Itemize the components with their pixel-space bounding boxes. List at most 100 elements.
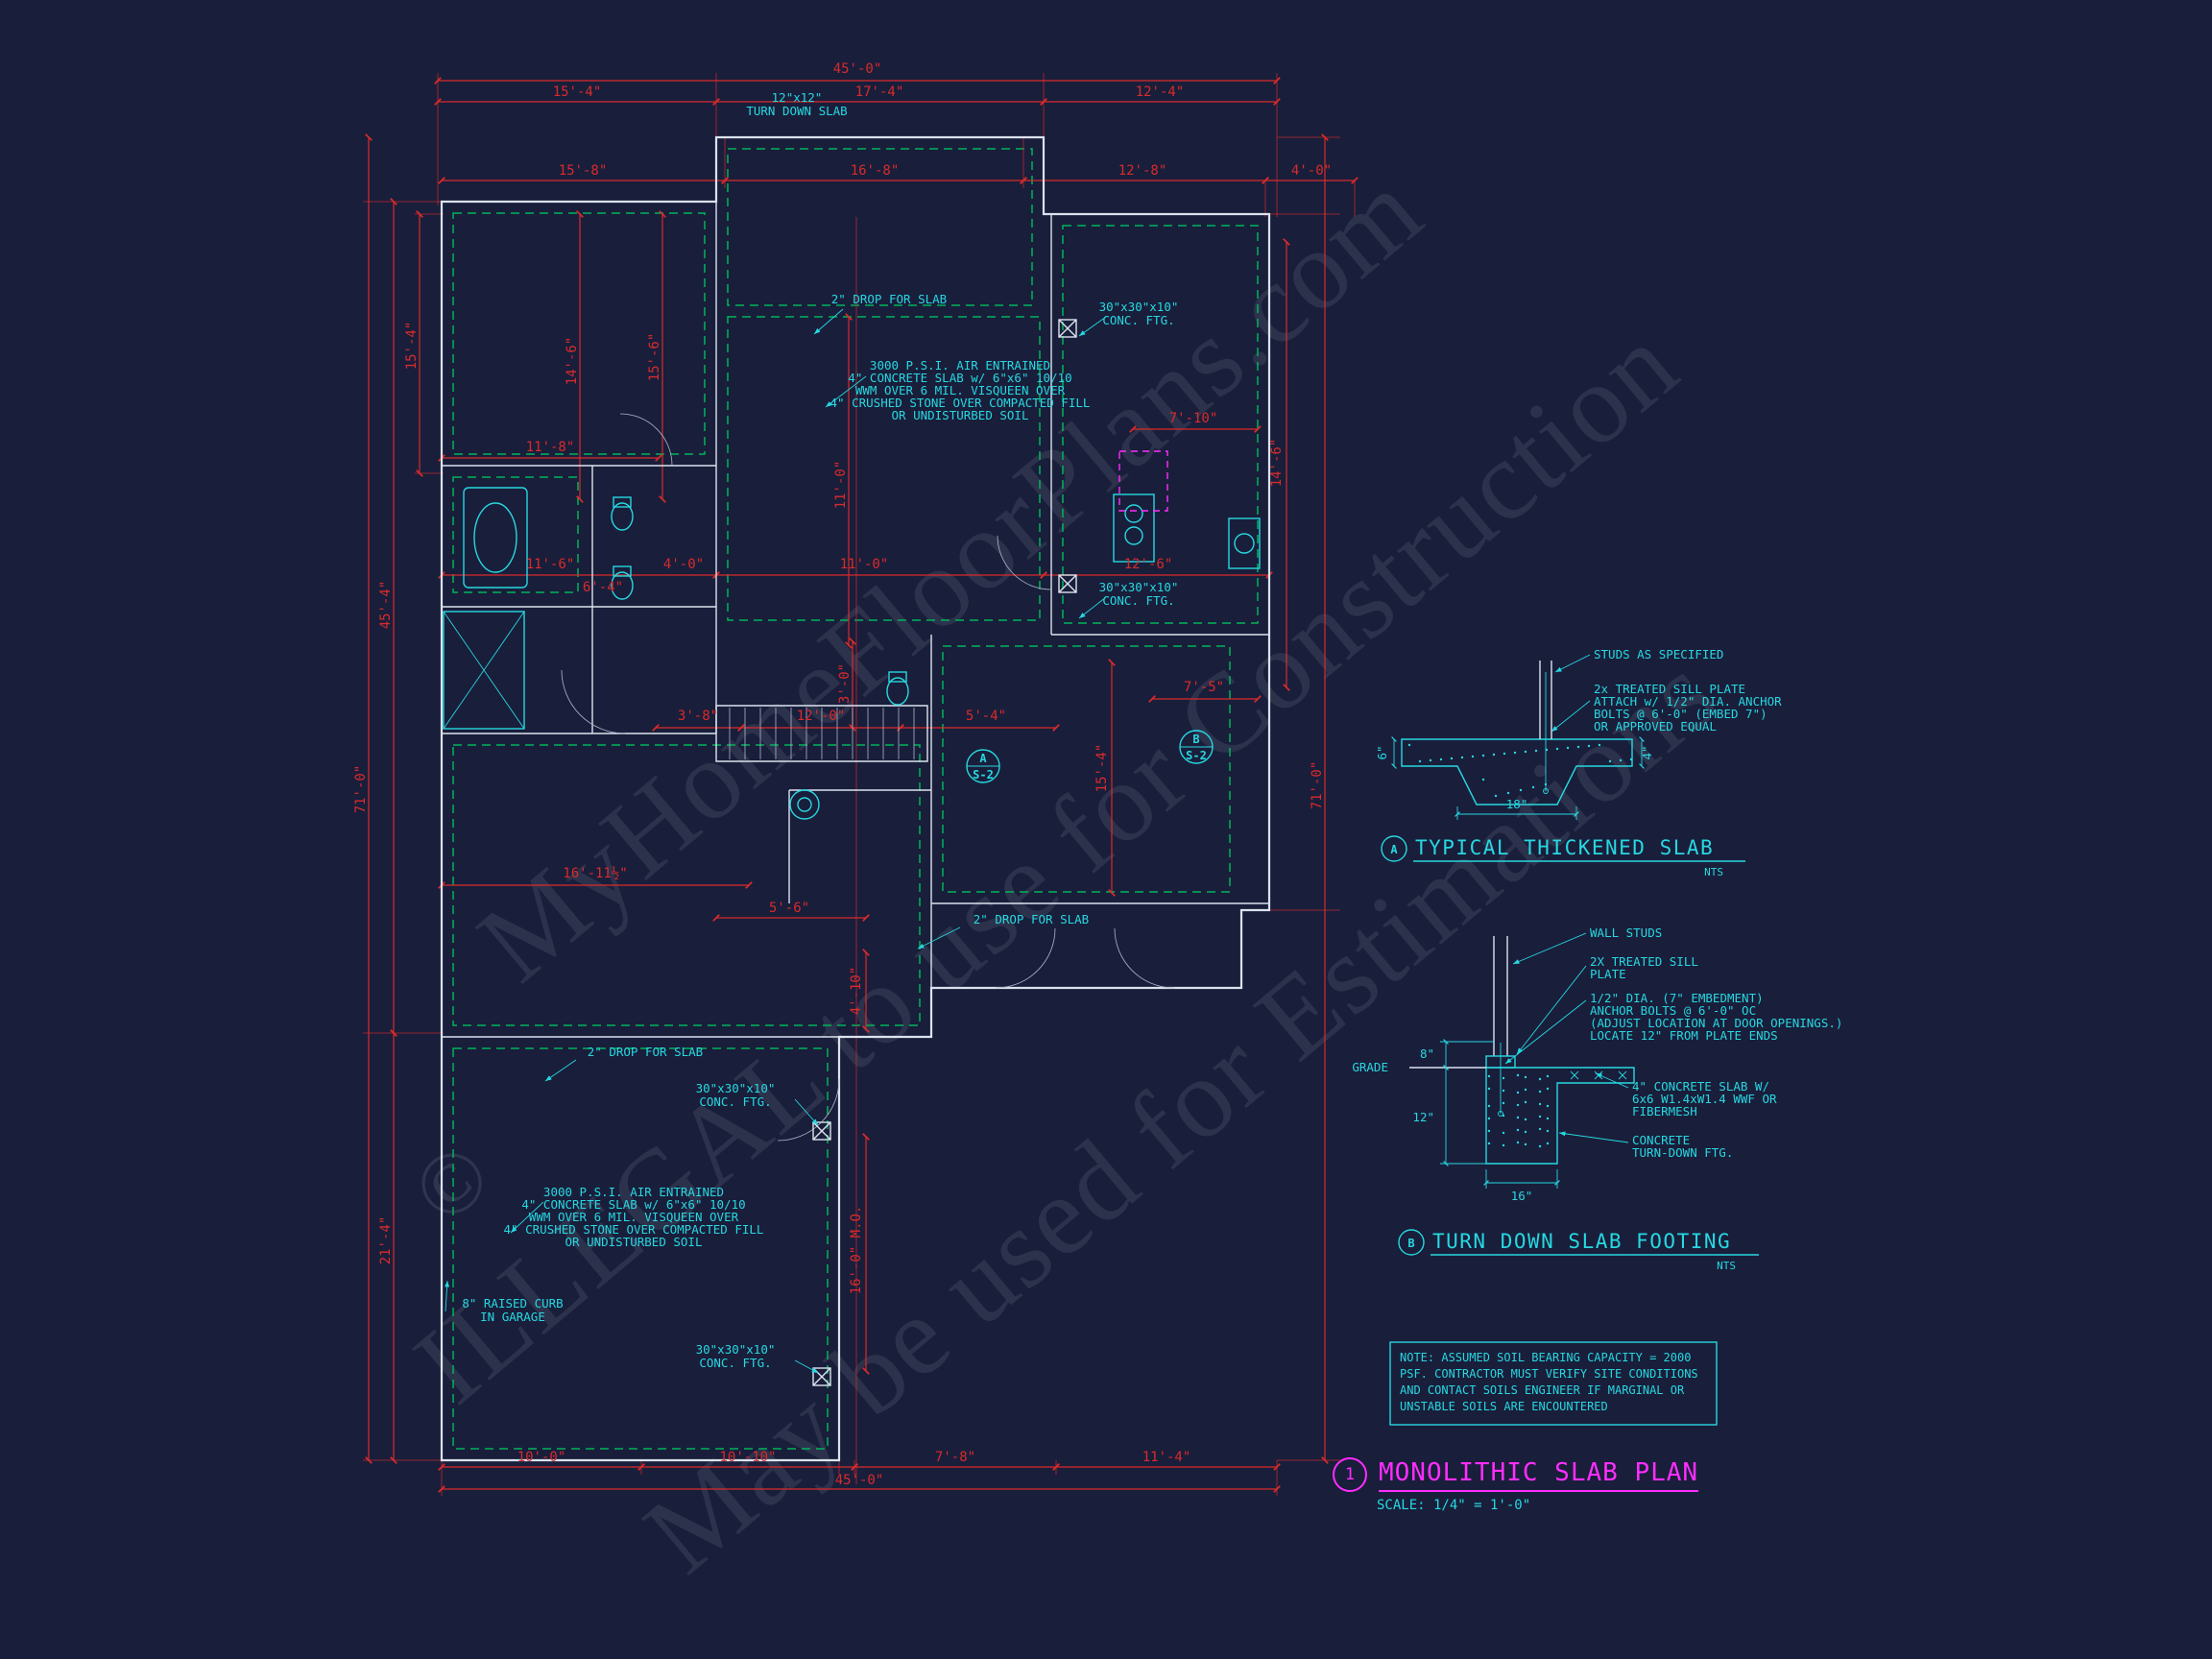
detail-a-dim: 18": [1506, 797, 1528, 811]
dimension-label: 11'-0": [840, 557, 889, 572]
dimension-label: 21'-4": [378, 1216, 394, 1265]
detail-b-callout: FIBERMESH: [1632, 1104, 1697, 1118]
annotation-label: OR UNDISTURBED SOIL: [892, 408, 1029, 422]
dimension-label: 14'-6": [1269, 439, 1285, 488]
dimension-label: 4'-0": [1291, 163, 1332, 179]
annotation-label: 4" CRUSHED STONE OVER COMPACTED FILL: [504, 1222, 764, 1237]
dimension-label: 4'-10": [849, 967, 864, 1016]
annotation-label: 2" DROP FOR SLAB: [974, 912, 1089, 926]
annotation-label: 3000 P.S.I. AIR ENTRAINED: [870, 358, 1050, 373]
dimension-line-layer: [363, 73, 1358, 1496]
dimension-label: 16'-0" M.O.: [849, 1206, 864, 1295]
annotation-label: CONC. FTG.: [699, 1094, 771, 1109]
plan-number-badge: 1: [1333, 1457, 1367, 1492]
note-line: PSF. CONTRACTOR MUST VERIFY SITE CONDITI…: [1400, 1367, 1698, 1381]
fixture-layer: [443, 319, 1261, 1386]
plan-title-block: 1 MONOLITHIC SLAB PLAN SCALE: 1/4" = 1'-…: [1333, 1457, 1699, 1513]
text-layer: 45'-0" 15'-4" 17'-4" 12'-4" 15'-8" 16'-8" 12'-…: [353, 61, 1332, 1488]
dimension-label: 5'-6": [769, 901, 809, 916]
dimension-label: 45'-0": [835, 1473, 884, 1488]
dimension-label: 15'-4": [404, 322, 420, 371]
detail-b-callout: 6x6 W1.4xW1.4 WWF OR: [1632, 1092, 1777, 1106]
detail-b-callout: WALL STUDS: [1590, 926, 1662, 940]
detail-b-dim: GRADE: [1352, 1060, 1388, 1074]
annotation-label: 12"x12": [772, 90, 823, 105]
annotation-label: 30"x30"x10": [1099, 580, 1179, 594]
leader-line-layer: [445, 308, 1629, 1374]
dimension-label: 14'-6": [565, 337, 580, 386]
annotation-label: 30"x30"x10": [696, 1342, 776, 1357]
dimension-label: 16'-8": [851, 163, 900, 179]
annotation-label: 30"x30"x10": [1099, 300, 1179, 314]
note-line: AND CONTACT SOILS ENGINEER IF MARGINAL O…: [1400, 1383, 1685, 1397]
annotation-label: WWM OVER 6 MIL. VISQUEEN OVER: [855, 383, 1066, 397]
plan-scale: SCALE: 1/4" = 1'-0": [1377, 1498, 1531, 1513]
detail-b-callout: (ADJUST LOCATION AT DOOR OPENINGS.): [1590, 1016, 1842, 1030]
annotation-label: CONC. FTG.: [1102, 593, 1174, 608]
detail-a-nts: NTS: [1704, 866, 1723, 878]
detail-a-circle-letter: A: [1390, 843, 1398, 856]
annotation-label: IN GARAGE: [480, 1310, 545, 1324]
dimension-label: 7'-10": [1169, 411, 1218, 426]
detail-a-title: TYPICAL THICKENED SLAB: [1415, 836, 1714, 859]
detail-a-callout: BOLTS @ 6'-0" (EMBED 7"): [1594, 707, 1767, 721]
section-marker-sheet: S-2: [1186, 749, 1207, 762]
annotation-label: 2" DROP FOR SLAB: [588, 1045, 703, 1059]
annotation-label: 2" DROP FOR SLAB: [831, 292, 947, 306]
wall-layer: [440, 135, 1271, 1462]
dimension-label: 12'-0": [797, 709, 846, 724]
detail-b-callout: 4" CONCRETE SLAB W/: [1632, 1079, 1769, 1094]
section-marker-letter: A: [979, 752, 987, 765]
detail-b-callout: 1/2" DIA. (7" EMBEDMENT): [1590, 991, 1764, 1005]
dimension-label: 71'-0": [1310, 761, 1325, 810]
section-marker-letter: B: [1192, 733, 1199, 746]
annotation-label: WWM OVER 6 MIL. VISQUEEN OVER: [529, 1210, 739, 1224]
dimension-label: 12'-8": [1118, 163, 1167, 179]
dimension-label: 10'-10": [719, 1450, 776, 1465]
annotation-label: CONC. FTG.: [699, 1356, 771, 1370]
dimension-label: 11'-6": [526, 557, 575, 572]
annotation-label: 8" RAISED CURB: [462, 1296, 563, 1310]
dimension-label: 12'-6": [1124, 557, 1173, 572]
dimension-label: 7'-8": [935, 1450, 975, 1465]
annotation-label: 3000 P.S.I. AIR ENTRAINED: [543, 1185, 724, 1199]
dimension-label: 3'-8": [678, 709, 718, 724]
detail-a-dim: 4": [1640, 745, 1654, 759]
detail-b-callout: PLATE: [1590, 967, 1626, 981]
annotation-label: 30"x30"x10": [696, 1081, 776, 1095]
annotation-label: 4" CONCRETE SLAB w/ 6"x6" 10/10: [848, 371, 1071, 385]
dimension-label: 12'-4": [1136, 84, 1185, 100]
detail-b-callout: TURN-DOWN FTG.: [1632, 1145, 1733, 1160]
dimension-label: 11'-8": [526, 440, 575, 455]
detail-b-dim: 8": [1420, 1046, 1434, 1061]
note-line: UNSTABLE SOILS ARE ENCOUNTERED: [1400, 1400, 1608, 1413]
detail-b-dim: 16": [1511, 1189, 1533, 1203]
dimension-label: 5'-4": [966, 709, 1006, 724]
dimension-label: 16'-11½": [563, 866, 627, 881]
dimension-label: 11'-0": [833, 461, 849, 510]
detail-b-callout: 2X TREATED SILL: [1590, 954, 1698, 969]
detail-b-dim: 12": [1412, 1110, 1434, 1124]
note-line: NOTE: ASSUMED SOIL BEARING CAPACITY = 20…: [1400, 1351, 1691, 1364]
detail-b-callout: CONCRETE: [1632, 1133, 1690, 1147]
footing-dashed-layer: [452, 148, 1259, 1450]
dimension-label: 4'-0": [663, 557, 704, 572]
detail-a-callout: OR APPROVED EQUAL: [1594, 719, 1717, 733]
detail-a-dim: 6": [1375, 745, 1389, 759]
dimension-label: 15'-6": [647, 333, 662, 382]
dimension-label: 6'-4": [583, 580, 623, 595]
annotation-label: OR UNDISTURBED SOIL: [565, 1235, 703, 1249]
annotation-label: 4" CRUSHED STONE OVER COMPACTED FILL: [830, 396, 1091, 410]
dimension-label: 17'-4": [855, 84, 904, 100]
detail-b-title: TURN DOWN SLAB FOOTING: [1432, 1230, 1731, 1253]
section-marker-sheet: S-2: [973, 768, 994, 781]
dimension-label: 11'-4": [1142, 1450, 1191, 1465]
detail-a-callout: 2x TREATED SILL PLATE: [1594, 682, 1745, 696]
annotation-label: CONC. FTG.: [1102, 313, 1174, 327]
dimension-label: 15'-8": [559, 163, 608, 179]
detail-b-circle-letter: B: [1407, 1237, 1414, 1250]
detail-b-callout: ANCHOR BOLTS @ 6'-0" OC: [1590, 1003, 1756, 1018]
